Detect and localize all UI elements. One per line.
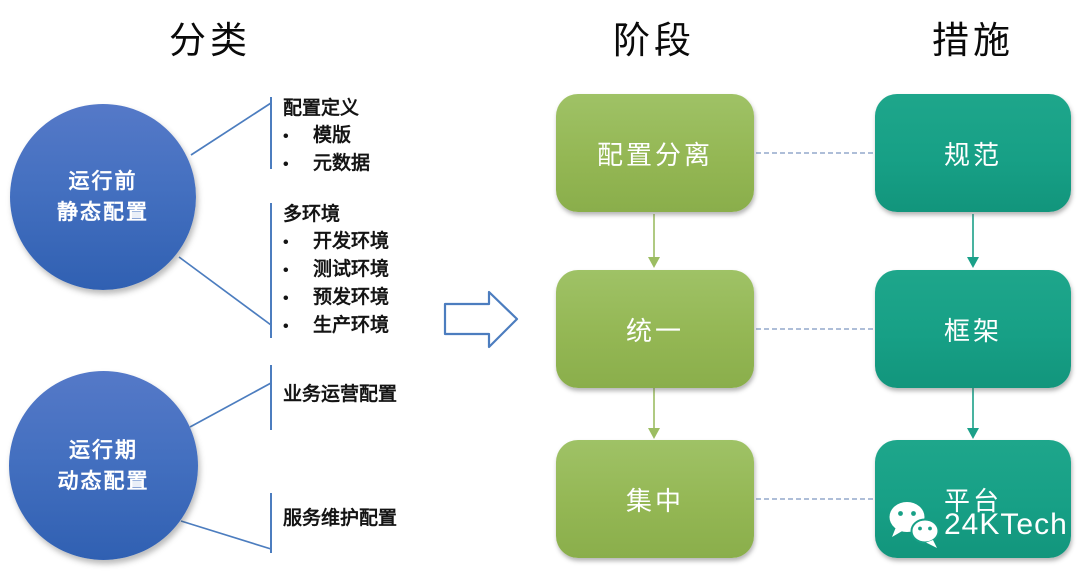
measure-box-platform: 平台	[875, 440, 1071, 558]
list-item: 开发环境	[283, 228, 389, 256]
arrowhead-stage-1-2	[648, 257, 660, 268]
group-title: 服务维护配置	[283, 508, 398, 529]
group-title: 业务运营配置	[283, 384, 398, 405]
detail-group-business-ops-config: 业务运营配置	[283, 381, 397, 408]
circle-label-line2: 动态配置	[57, 469, 150, 493]
detail-group-multi-environment: 多环境 开发环境 测试环境 预发环境 生产环境	[283, 201, 389, 340]
watermark: 24KTech	[888, 500, 1068, 550]
list-item-label: 测试环境	[313, 259, 390, 280]
bullet-icon	[283, 228, 313, 256]
list-item: 元数据	[283, 150, 370, 178]
measure-label: 规范	[943, 139, 1002, 170]
list-item: 模版	[283, 122, 370, 150]
wechat-icon	[889, 502, 940, 548]
measure-label: 平台	[943, 485, 1002, 516]
list-item-label: 生产环境	[313, 315, 390, 336]
stage-label: 集中	[625, 485, 684, 516]
circle-label-line1: 运行前	[68, 170, 138, 193]
arrowhead-measure-2-3	[967, 428, 979, 439]
line-runtime-to-servicemaint	[180, 520, 272, 550]
list-item: 测试环境	[283, 256, 389, 284]
list-item: 预发环境	[283, 284, 389, 312]
stage-label: 统一	[625, 315, 684, 346]
list-item-label: 模版	[313, 125, 352, 146]
circle-label-line2: 静态配置	[57, 201, 149, 224]
measure-label: 框架	[943, 315, 1002, 346]
circle-label-line1: 运行期	[69, 438, 138, 462]
header-measure: 措施	[932, 20, 1014, 61]
line-prerun-to-multienv	[178, 256, 272, 326]
detail-group-config-definition: 配置定义 模版 元数据	[283, 95, 370, 178]
header-classification: 分类	[169, 20, 251, 61]
stage-label: 配置分离	[596, 139, 713, 170]
line-runtime-to-businessops	[189, 382, 272, 428]
bullet-icon	[283, 284, 313, 312]
group-title: 多环境	[283, 204, 341, 225]
detail-group-service-maint-config: 服务维护配置	[283, 505, 397, 532]
category-circle-static-config: 运行前 静态配置	[10, 104, 196, 290]
bullet-icon	[283, 256, 313, 284]
stage-box-config-separation: 配置分离	[556, 94, 754, 212]
list-item-label: 开发环境	[313, 231, 390, 252]
bullet-icon	[283, 122, 313, 150]
stage-box-unify: 统一	[556, 270, 754, 388]
bullet-icon	[283, 312, 313, 340]
line-prerun-to-definition	[190, 102, 272, 156]
group-title: 配置定义	[283, 98, 360, 119]
arrowhead-measure-1-2	[967, 257, 979, 268]
stage-box-centralize: 集中	[556, 440, 754, 558]
list-item: 生产环境	[283, 312, 389, 340]
header-stage: 阶段	[613, 20, 695, 61]
measure-box-standard: 规范	[875, 94, 1071, 212]
category-circle-dynamic-config: 运行期 动态配置	[9, 371, 198, 560]
arrowhead-stage-2-3	[648, 428, 660, 439]
watermark-brand: 24KTech	[944, 508, 1068, 541]
bullet-icon	[283, 150, 313, 178]
list-item-label: 预发环境	[313, 287, 390, 308]
big-right-arrow	[443, 290, 519, 349]
list-item-label: 元数据	[313, 153, 371, 174]
measure-box-framework: 框架	[875, 270, 1071, 388]
